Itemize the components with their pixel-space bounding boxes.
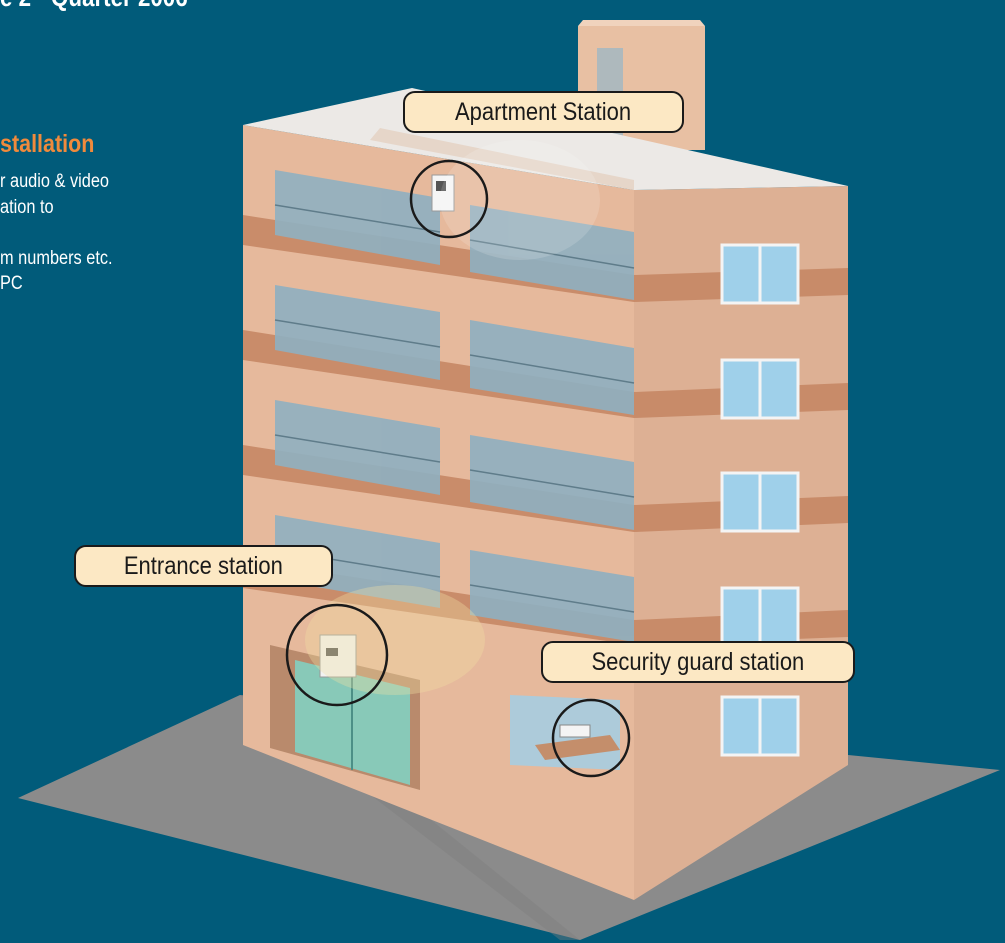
building-roof <box>243 88 848 190</box>
entrance-highlight-circle <box>285 603 389 707</box>
section-title: stallation <box>0 130 95 158</box>
security-guard-station-label: Security guard station <box>591 648 805 676</box>
apartment-station-callout: Apartment Station <box>403 91 684 133</box>
apartment-station-label: Apartment Station <box>455 98 632 126</box>
header-title: e 2 · Quarter 2006 <box>0 0 188 13</box>
body-line: r audio & video <box>0 171 110 192</box>
security-highlight-circle <box>551 698 631 778</box>
body-line: PC <box>0 273 23 294</box>
security-guard-station-callout: Security guard station <box>541 641 855 683</box>
body-line: m numbers etc. <box>0 248 113 269</box>
body-line: ation to <box>0 197 54 218</box>
entrance-station-label: Entrance station <box>123 552 283 580</box>
entrance-station-callout: Entrance station <box>74 545 333 587</box>
apartment-highlight-circle <box>409 159 489 239</box>
